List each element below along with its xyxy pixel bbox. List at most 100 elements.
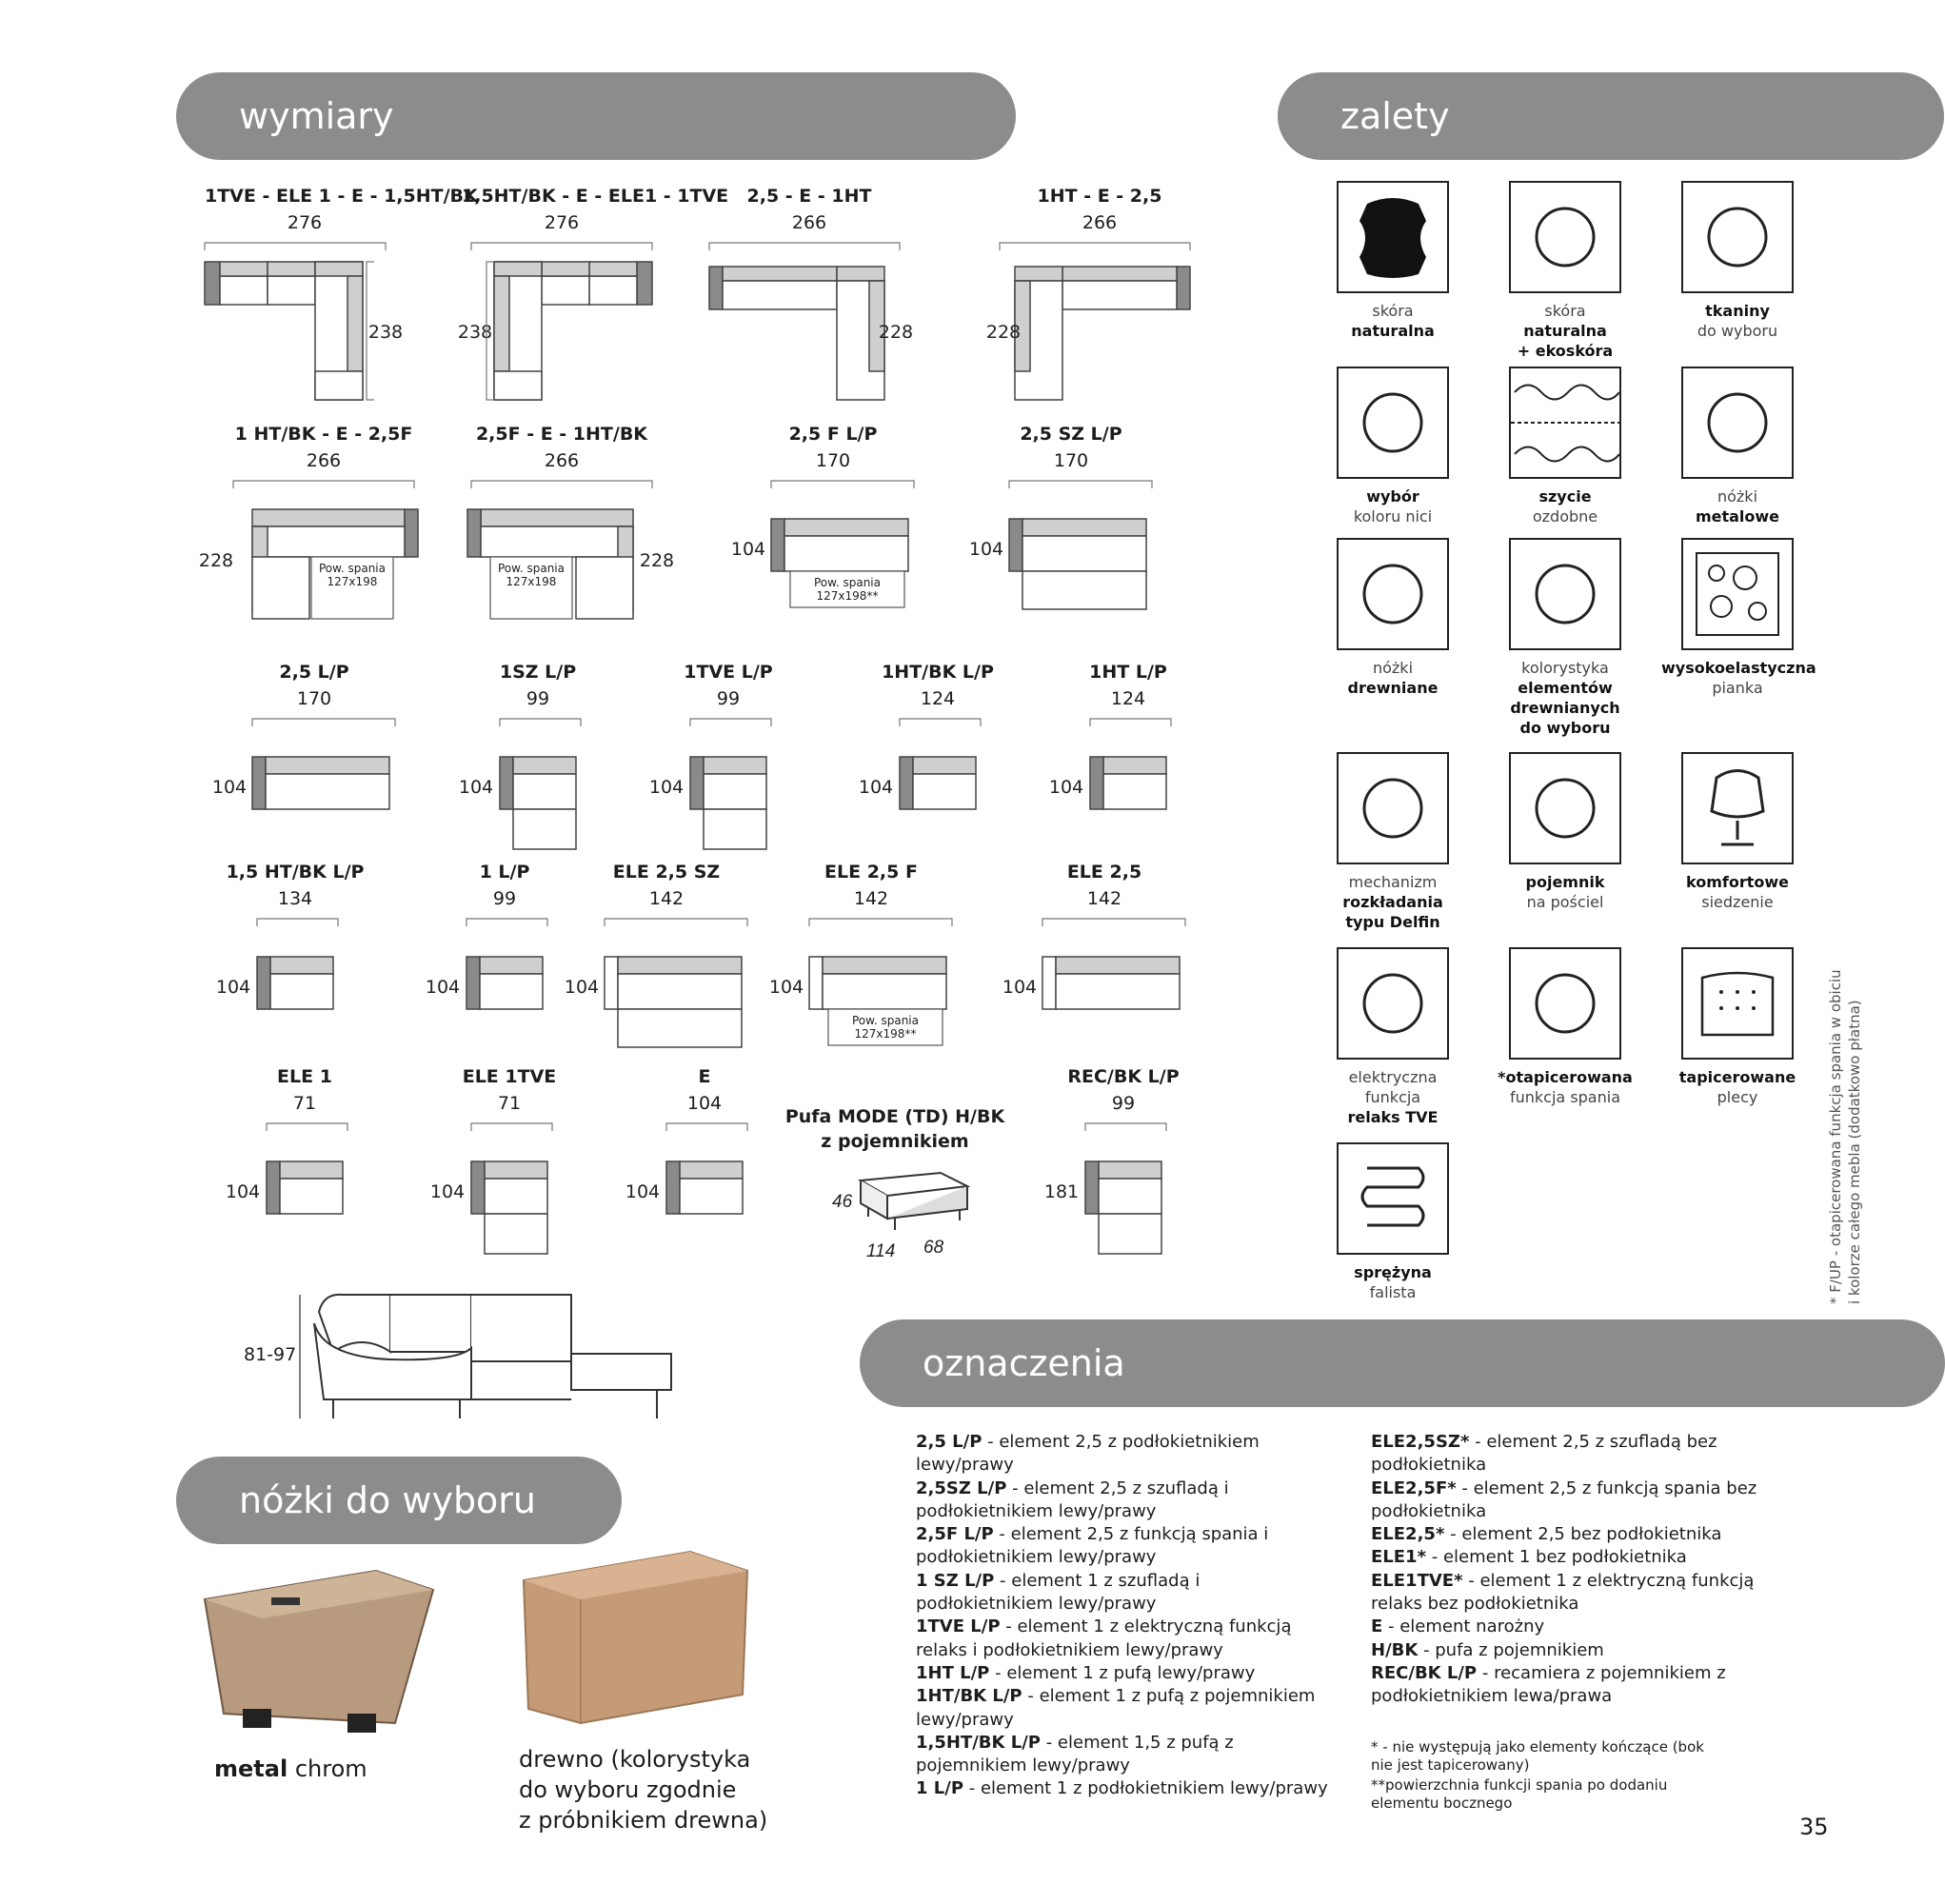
diagram-width: 71 xyxy=(292,1093,317,1114)
diagram-drawing: 104 xyxy=(625,1122,748,1215)
diagram-code: 2,5 L/P xyxy=(279,662,349,683)
feature-label: + ekoskóra xyxy=(1517,342,1614,360)
svg-text:228: 228 xyxy=(199,550,233,571)
svg-text:228: 228 xyxy=(640,550,674,571)
diagram-drawing: 104 xyxy=(426,918,548,1010)
diagram-width: 276 xyxy=(287,212,323,233)
diagram-code: E xyxy=(698,1066,711,1087)
diagram-code: ELE 2,5 xyxy=(1066,862,1142,883)
feature-label: typu Delfin xyxy=(1345,913,1440,931)
svg-text:Pow. spania: Pow. spania xyxy=(319,562,386,575)
feature-label: funkcja xyxy=(1364,1088,1421,1106)
feature-label: sprężyna xyxy=(1354,1263,1432,1281)
legend-key: 2,5 L/P xyxy=(916,1432,982,1452)
svg-text:127x198: 127x198 xyxy=(506,575,557,588)
feature-label: kolorystyka xyxy=(1521,659,1609,677)
pufa-title: Pufa MODE (TD) H/BK z pojemnikiem xyxy=(784,1106,1005,1152)
legend-desc: - recamiera z pojemnikiem z podłokietnik… xyxy=(1371,1662,1726,1707)
feature-label: *otapicerowana xyxy=(1498,1068,1633,1086)
svg-text:104: 104 xyxy=(426,977,460,998)
diagram-width: 170 xyxy=(1053,450,1089,471)
svg-text:104: 104 xyxy=(212,777,247,798)
feature-label: naturalna xyxy=(1351,322,1435,340)
diagram-code: 2,5 F L/P xyxy=(788,424,878,445)
legend-desc: - element 1 z elektryczną funkcją relaks… xyxy=(1371,1570,1755,1615)
pufa-block: Pufa MODE (TD) H/BK z pojemnikiem 46 114… xyxy=(781,1104,1009,1272)
legend-desc: - element 1 z podłokietnikiem lewy/prawy xyxy=(963,1778,1328,1799)
legend-key: H/BK xyxy=(1371,1639,1419,1660)
feature-label: na pościel xyxy=(1526,893,1604,911)
leg-metal-image xyxy=(203,1561,438,1742)
svg-text:181: 181 xyxy=(1044,1181,1079,1202)
diagram-width: 170 xyxy=(815,450,851,471)
legend-desc: - element 2,5 z szufladą bez podłokietni… xyxy=(1371,1432,1717,1476)
footnote-1: * - nie występują jako elementy kończące… xyxy=(1371,1738,1704,1774)
legend-desc: - element 2,5 z funkcją spania i podłoki… xyxy=(916,1524,1269,1568)
diagram-drawing: 104 xyxy=(1002,918,1186,1010)
legend-key: ELE1* xyxy=(1371,1547,1426,1568)
legend-desc: - element 1 z szufladą i podłokietnikiem… xyxy=(916,1570,1201,1615)
diagram-drawing: 104 xyxy=(859,718,982,810)
feature-label: wybór xyxy=(1366,487,1419,506)
legend-row: ELE2,5F* - element 2,5 z funkcją spania … xyxy=(1371,1478,1780,1524)
feature-label: rozkładania xyxy=(1342,893,1443,911)
diagram-drawing: 104 xyxy=(969,480,1153,610)
legend-right: ELE2,5SZ* - element 2,5 z szufladą bez p… xyxy=(1371,1431,1780,1709)
legend-row: 2,5 L/P - element 2,5 z podłokietnikiem … xyxy=(916,1431,1337,1478)
diagram-drawing: 104 xyxy=(212,718,396,810)
footnote-2: **powierzchnia funkcji spania po dodaniu… xyxy=(1371,1776,1668,1812)
section-header-oznaczenia: oznaczenia xyxy=(860,1319,1945,1407)
pufa-depth: 68 xyxy=(923,1238,944,1258)
diagram-code: 1,5 HT/BK L/P xyxy=(226,862,365,883)
feature-label: nóżki xyxy=(1372,659,1414,677)
leg-metal-caption: metal chrom xyxy=(214,1755,367,1782)
legend-row: REC/BK L/P - recamiera z pojemnikiem z p… xyxy=(1371,1662,1780,1709)
side-profile: 81-97 xyxy=(238,1285,685,1428)
svg-text:104: 104 xyxy=(649,777,684,798)
diagram-width: 142 xyxy=(853,888,889,909)
legend-left: 2,5 L/P - element 2,5 z podłokietnikiem … xyxy=(916,1431,1337,1801)
svg-text:Pow. spania: Pow. spania xyxy=(814,576,881,589)
diagram-drawing: 104 xyxy=(226,1122,348,1215)
foam-icon xyxy=(1681,538,1794,650)
legend-key: 1,5HT/BK L/P xyxy=(916,1732,1041,1753)
recliner-icon xyxy=(1337,947,1449,1060)
diagram-code: 1HT L/P xyxy=(1089,662,1167,683)
diagram-drawing: 228 xyxy=(708,242,913,401)
diagram-drawing: 104 xyxy=(430,1122,553,1255)
diagram-code: 1TVE - ELE 1 - E - 1,5HT/BK xyxy=(205,186,478,207)
svg-text:104: 104 xyxy=(769,977,804,998)
legend-key: 1HT/BK L/P xyxy=(916,1686,1022,1707)
diagram-code: ELE 2,5 SZ xyxy=(612,862,721,883)
legend-key: 1 L/P xyxy=(916,1778,964,1799)
feature-label: relaks TVE xyxy=(1347,1108,1439,1126)
svg-text:127x198: 127x198 xyxy=(327,575,378,588)
diagram-code: 2,5 SZ L/P xyxy=(1020,424,1122,445)
diagram-7: 2,5 SZ L/P 170 104 xyxy=(969,424,1171,652)
feature-label: ozdobne xyxy=(1532,507,1598,526)
storage-icon xyxy=(1509,752,1621,864)
feature-label: koloru nici xyxy=(1353,507,1433,526)
diagram-width: 266 xyxy=(306,450,342,471)
diagram-code: 1 HT/BK - E - 2,5F xyxy=(234,424,413,445)
diagram-code: ELE 1TVE xyxy=(462,1066,557,1087)
